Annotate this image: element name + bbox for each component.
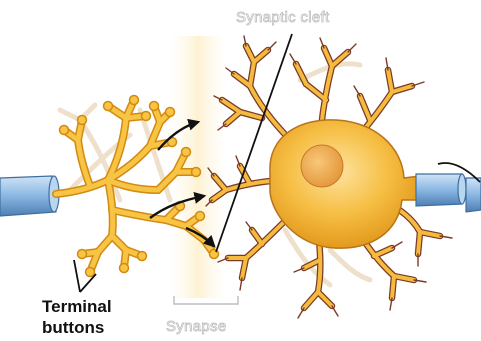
cell-body xyxy=(270,120,420,248)
synaptic-cleft-label: Synaptic cleft xyxy=(236,9,329,26)
nucleus xyxy=(301,145,343,187)
synapse-label: Synapse xyxy=(166,318,226,335)
terminal-buttons-label: Terminal buttons xyxy=(42,296,112,338)
left-axon xyxy=(0,176,59,216)
right-axon xyxy=(416,163,481,212)
terminal-buttons-label-line1: Terminal xyxy=(42,296,112,317)
terminal-buttons-label-line2: buttons xyxy=(42,317,112,338)
